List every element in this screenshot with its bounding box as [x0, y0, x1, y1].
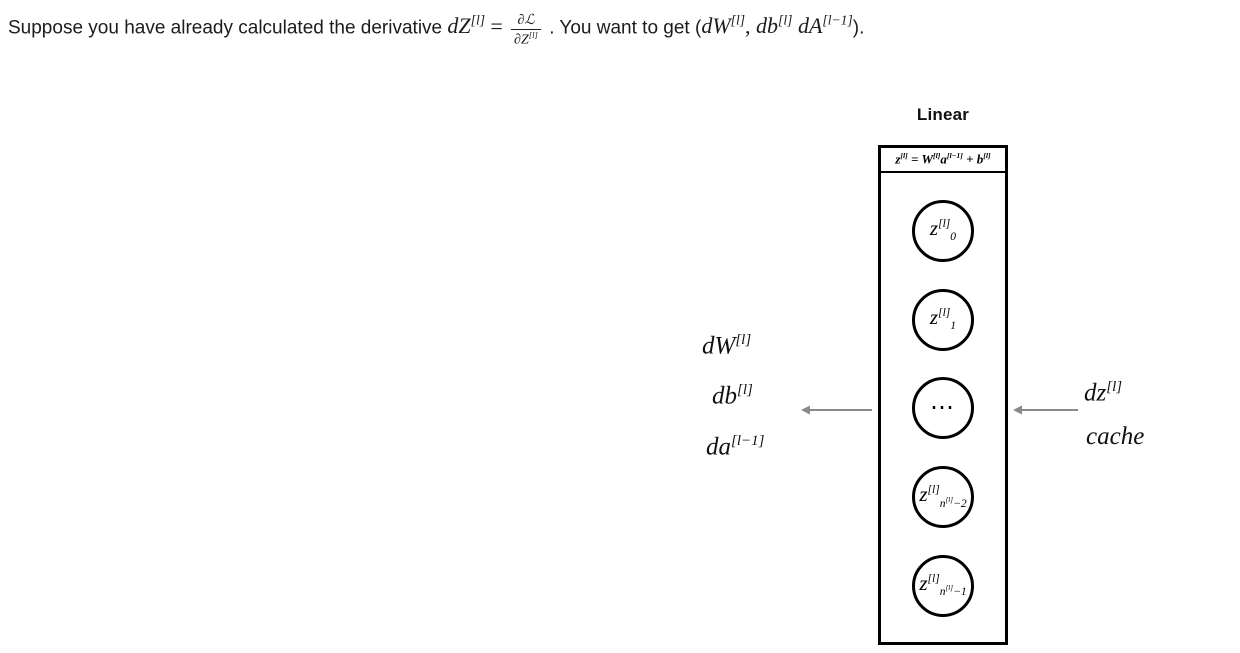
neuron-node-z-n-minus-2: z[l]n[l]−2 [912, 466, 974, 529]
prompt-dz-symbol: dZ[l] [447, 13, 486, 39]
input-labels: dz[l] cache [1084, 365, 1214, 459]
prompt-want-dW: dW[l] [701, 13, 746, 39]
prompt-want-dW-superscript: [l] [730, 13, 746, 28]
neuron-label-z-n-minus-2: z[l]n[l]−2 [919, 482, 967, 510]
output-label-da: da[l−1] [706, 432, 765, 460]
prompt-want-dA: dA[l−1] [797, 13, 853, 39]
prompt-comma: , [745, 13, 757, 39]
prompt-equals: = [490, 13, 503, 39]
prompt-text-part1: Suppose you have already calculated the … [8, 17, 443, 39]
neuron-node-z1: z[l]1 [912, 288, 974, 351]
input-arrow-left-icon [1012, 400, 1080, 425]
layer-formula: z[l] = W[l]a[l−1] + b[l] [895, 151, 991, 167]
prompt-want-db: db[l] [756, 13, 793, 39]
fraction-denominator: ∂Z[l] [511, 29, 541, 48]
neuron-node-z0: z[l]0 [912, 199, 974, 262]
prompt-want-dA-superscript: [l−1] [822, 13, 853, 28]
diagram-title: Linear [916, 105, 970, 124]
prompt-text-part2: . You want to get ( [549, 17, 702, 39]
output-gradient-labels: dW[l] db[l] da[l−1] [702, 318, 802, 469]
neuron-node-z-n-minus-1: z[l]n[l]−1 [912, 555, 974, 618]
neuron-label-z0: z[l]0 [929, 215, 957, 244]
neuron-node-list: z[l]0 z[l]1 ⋯ z[l]n[l]−2 z[l]n[l]−1 [881, 173, 1005, 644]
input-label-dz: dz[l] [1084, 379, 1123, 407]
fraction-numerator: ∂ℒ [517, 13, 535, 29]
prompt-want-db-superscript: [l] [778, 13, 793, 28]
prompt-derivative-fraction: ∂ℒ ∂Z[l] [511, 14, 541, 48]
output-label-db: db[l] [712, 382, 753, 410]
neuron-node-ellipsis: ⋯ [912, 377, 974, 440]
neuron-label-z1: z[l]1 [929, 304, 957, 332]
question-prompt: Suppose you have already calculated the … [8, 6, 1236, 48]
prompt-dz-superscript: [l] [470, 13, 486, 28]
linear-layer-box: z[l] = W[l]a[l−1] + b[l] z[l]0 z[l]1 ⋯ z… [878, 145, 1008, 645]
input-label-cache: cache [1086, 423, 1145, 451]
neuron-label-z-n-minus-1: z[l]n[l]−1 [919, 571, 967, 599]
output-arrow-left-icon [800, 400, 874, 425]
output-label-dW: dW[l] [702, 332, 752, 360]
ellipsis-icon: ⋯ [930, 395, 956, 422]
layer-formula-bar: z[l] = W[l]a[l−1] + b[l] [881, 148, 1005, 173]
prompt-text-part3: ). [852, 17, 865, 39]
fraction-denominator-superscript: [l] [528, 30, 538, 41]
